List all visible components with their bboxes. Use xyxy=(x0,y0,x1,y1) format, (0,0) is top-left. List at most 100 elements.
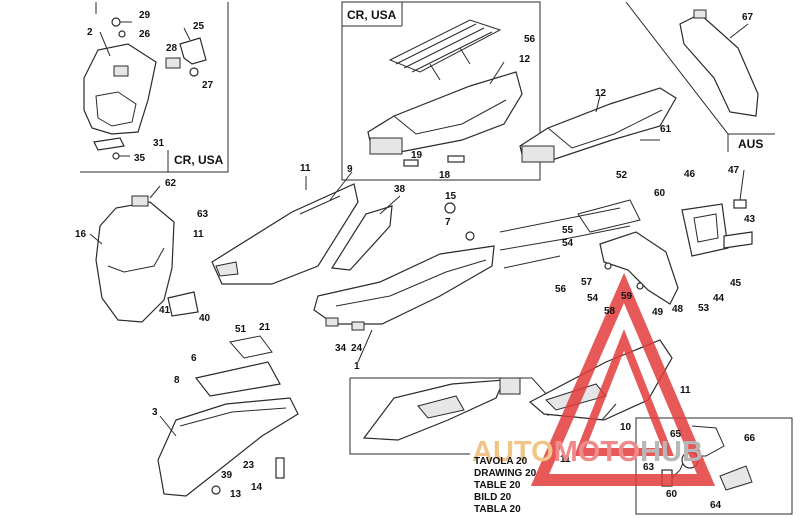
callout-35: 35 xyxy=(134,153,146,164)
rear-subframe xyxy=(499,199,641,269)
callout-11-top: 11 xyxy=(300,163,311,174)
callout-63-wiring: 63 xyxy=(643,462,655,473)
callout-12-top: 12 xyxy=(519,54,531,65)
fender-brace-51 xyxy=(229,335,273,359)
callout-3: 3 xyxy=(152,407,158,418)
watermark-part-moto: MOTO xyxy=(553,436,641,468)
reference-german: BILD 20 xyxy=(474,492,512,503)
callout-1: 1 xyxy=(354,361,360,372)
luggage-rack xyxy=(388,19,502,81)
box-cr-usa-headlight-group: CR, USA xyxy=(80,2,229,173)
callout-56-top: 56 xyxy=(524,34,536,45)
callout-60-bottom: 60 xyxy=(666,489,678,500)
callout-43: 43 xyxy=(744,214,756,225)
side-panel-left xyxy=(211,183,359,285)
callout-49: 49 xyxy=(652,307,664,318)
callout-21: 21 xyxy=(259,322,271,333)
callout-54-a: 54 xyxy=(562,238,574,249)
bracket-40-41 xyxy=(167,291,199,317)
callout-34: 34 xyxy=(335,343,347,354)
box-label-cr-usa-2: CR, USA xyxy=(347,8,397,22)
rear-tail-panel-cr-usa xyxy=(367,71,523,155)
callout-63: 63 xyxy=(197,209,209,220)
callout-numbers: 29 26 2 25 28 27 31 35 56 12 19 18 12 61… xyxy=(75,10,756,511)
callout-58: 58 xyxy=(604,306,616,317)
callout-14: 14 xyxy=(251,482,263,493)
callout-40: 40 xyxy=(199,313,211,324)
callout-52: 52 xyxy=(616,170,628,181)
leader-lines xyxy=(89,23,749,437)
callout-28: 28 xyxy=(166,43,178,54)
drawing-reference-list: TAVOLA 20 DRAWING 20 TABLE 20 BILD 20 TA… xyxy=(474,456,554,516)
callout-27: 27 xyxy=(202,80,214,91)
callout-59: 59 xyxy=(621,291,633,302)
callout-64: 64 xyxy=(710,500,722,511)
callout-61: 61 xyxy=(660,124,672,135)
fender-bracket-6 xyxy=(194,361,281,397)
callout-23: 23 xyxy=(243,460,255,471)
callout-24: 24 xyxy=(351,343,363,354)
screw-29 xyxy=(111,17,132,38)
callout-46: 46 xyxy=(684,169,696,180)
box-cr-usa-rack-group: CR, USA xyxy=(341,1,541,181)
callout-65: 65 xyxy=(670,429,682,440)
callout-31: 31 xyxy=(153,138,165,149)
callout-26: 26 xyxy=(139,29,151,40)
callout-62: 62 xyxy=(165,178,177,189)
callout-48: 48 xyxy=(672,304,684,315)
callout-60-top: 60 xyxy=(654,188,666,199)
callout-10: 10 xyxy=(620,422,632,433)
callout-25: 25 xyxy=(193,21,205,32)
number-plate-side xyxy=(330,205,393,271)
box-label-cr-usa-1: CR, USA xyxy=(174,153,224,167)
fastener-15 xyxy=(444,202,475,241)
watermark-part-hub: HUB xyxy=(640,436,703,468)
seat xyxy=(313,245,495,331)
callout-8: 8 xyxy=(174,375,180,386)
washer-13 xyxy=(211,485,221,495)
callout-11-right: 11 xyxy=(680,385,691,396)
callout-44: 44 xyxy=(713,293,725,304)
rear-mudguard xyxy=(599,231,679,305)
callout-19: 19 xyxy=(411,150,423,161)
bolt-14-23 xyxy=(275,457,285,479)
front-fender xyxy=(157,397,299,497)
callout-9: 9 xyxy=(347,164,353,175)
reference-spanish: TABLA 20 xyxy=(474,504,521,515)
callout-67: 67 xyxy=(742,12,754,23)
mounting-bracket-25 xyxy=(165,37,207,77)
aus-rear-flap xyxy=(679,9,759,117)
callout-13: 13 xyxy=(230,489,242,500)
callout-18: 18 xyxy=(439,170,451,181)
callout-66: 66 xyxy=(744,433,756,444)
reference-italian: TAVOLA 20 xyxy=(474,456,528,467)
watermark-text: AUTOMOTOHUB xyxy=(472,436,703,469)
callout-11-bottom: 11 xyxy=(560,454,571,465)
callout-47: 47 xyxy=(728,165,740,176)
headlight-fairing xyxy=(95,195,175,323)
reference-french: TABLE 20 xyxy=(474,480,521,491)
callout-38: 38 xyxy=(394,184,406,195)
watermark-part-auto: AUTO xyxy=(472,436,554,468)
bolt-18 xyxy=(447,155,465,163)
license-plate-holder xyxy=(681,203,753,257)
callout-41: 41 xyxy=(159,305,171,316)
callout-53: 53 xyxy=(698,303,710,314)
bolt-47 xyxy=(733,199,747,209)
screw-35 xyxy=(112,152,130,160)
callout-15: 15 xyxy=(445,191,457,202)
callout-29: 29 xyxy=(139,10,151,21)
callout-45: 45 xyxy=(730,278,742,289)
bolt-19 xyxy=(403,159,419,167)
callout-16: 16 xyxy=(75,229,87,240)
watermark-triangle xyxy=(530,272,716,486)
reference-english-drawing: DRAWING 20 xyxy=(474,468,537,479)
rear-tail-panel xyxy=(519,87,677,163)
box-aus-group: AUS xyxy=(625,1,775,152)
callout-7: 7 xyxy=(445,217,451,228)
box-wiring-group xyxy=(635,417,793,515)
callout-39: 39 xyxy=(221,470,233,481)
side-cover-left-tabla xyxy=(362,377,521,441)
callout-51: 51 xyxy=(235,324,247,335)
